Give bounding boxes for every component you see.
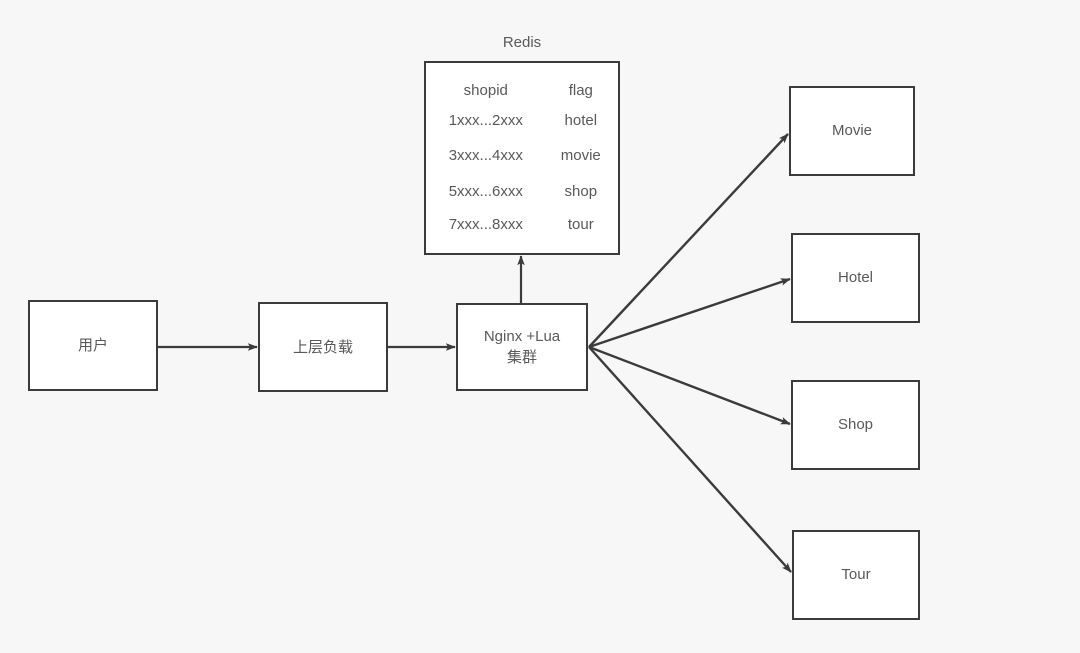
redis-cell-flag: movie bbox=[560, 147, 601, 164]
node-nginx-label-line2: 集群 bbox=[506, 348, 537, 366]
redis-caption: Redis bbox=[502, 34, 542, 51]
edge-nginx-to-shop bbox=[588, 345, 791, 426]
node-nginx-label-line1: Nginx +Lua bbox=[483, 327, 561, 345]
node-user-label: 用户 bbox=[77, 336, 108, 355]
node-upstream-load-label: 上层负载 bbox=[292, 337, 353, 356]
redis-table-row: 1xxx...2xxx hotel bbox=[426, 112, 618, 134]
edge-nginx-to-hotel bbox=[588, 277, 791, 349]
redis-cell-shopid: 1xxx...2xxx bbox=[448, 112, 523, 129]
redis-table-row: 3xxx...4xxx movie bbox=[426, 147, 618, 169]
node-user[interactable]: 用户 bbox=[28, 300, 158, 391]
node-tour-label: Tour bbox=[841, 565, 871, 583]
redis-cell-shopid: 5xxx...6xxx bbox=[448, 183, 523, 200]
node-nginx-lua-cluster[interactable]: Nginx +Lua 集群 bbox=[456, 303, 588, 391]
node-shop[interactable]: Shop bbox=[791, 380, 920, 470]
redis-cell-flag: shop bbox=[564, 183, 598, 200]
node-hotel[interactable]: Hotel bbox=[791, 233, 920, 323]
redis-table-header-row: shopid flag bbox=[426, 82, 618, 104]
redis-header-flag: flag bbox=[568, 82, 593, 99]
redis-table-node[interactable]: shopid flag 1xxx...2xxx hotel 3xxx...4xx… bbox=[424, 61, 620, 255]
redis-table-row: 5xxx...6xxx shop bbox=[426, 183, 618, 205]
node-shop-label: Shop bbox=[837, 415, 874, 433]
node-hotel-label: Hotel bbox=[837, 268, 874, 286]
edge-nginx-to-movie bbox=[588, 133, 789, 348]
node-tour[interactable]: Tour bbox=[792, 530, 920, 620]
redis-header-shopid: shopid bbox=[463, 82, 508, 99]
redis-cell-shopid: 3xxx...4xxx bbox=[448, 147, 523, 164]
redis-cell-flag: tour bbox=[567, 216, 594, 233]
node-movie-label: Movie bbox=[831, 121, 872, 139]
redis-table-row: 7xxx...8xxx tour bbox=[426, 216, 618, 238]
redis-cell-flag: hotel bbox=[564, 112, 598, 129]
node-movie[interactable]: Movie bbox=[789, 86, 915, 176]
node-upstream-load[interactable]: 上层负载 bbox=[258, 302, 388, 392]
edge-nginx-to-tour bbox=[588, 346, 792, 573]
redis-cell-shopid: 7xxx...8xxx bbox=[448, 216, 523, 233]
